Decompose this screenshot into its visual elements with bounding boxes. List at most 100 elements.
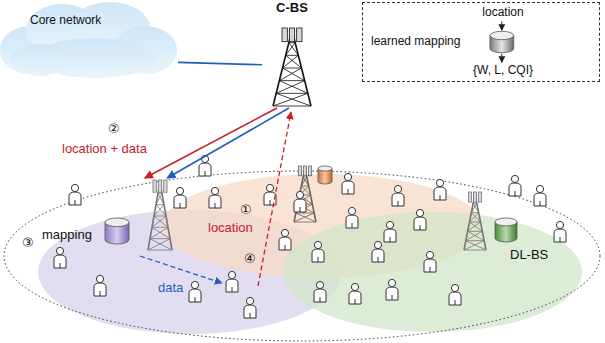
user-head [436,179,443,186]
user-body [294,199,306,212]
link-arrow [167,108,289,178]
user-head [176,187,183,194]
antenna-panel [309,166,312,176]
link-arrow [178,62,262,64]
link-arrow [145,108,277,178]
user-head [556,221,563,228]
user-body [209,195,221,208]
tower-symbol [294,166,316,222]
user-body [449,292,461,305]
user-icon [424,251,436,272]
user-head [394,185,401,192]
user-icon [226,271,238,292]
database-cylinder [490,31,514,52]
user-body [199,163,211,176]
user-head [388,279,395,286]
user-icon [384,221,396,242]
node-text: learned mapping [371,35,460,49]
antenna-panel [164,180,167,192]
user-head [281,229,288,236]
tower-lattice [294,177,316,222]
tower-symbol [273,28,311,106]
user-icon [69,184,81,205]
user-icon [54,247,66,268]
user-body [94,283,106,296]
node-text: {W, L, CQI} [473,64,533,78]
user-head [511,175,518,182]
cylinder-top [318,166,332,171]
user-icon [372,241,384,262]
user-body [342,181,354,194]
user-head [374,241,381,248]
antenna-panel [298,166,301,176]
user-icon [434,179,446,200]
user-icon [386,279,398,300]
network-boundary [4,171,600,341]
tower-symbol [464,192,486,250]
user-body [554,229,566,242]
user-icon [279,229,291,250]
antenna-panel [479,192,482,202]
user-body [54,255,66,268]
callout-number: ③ [22,236,34,251]
flow-label: location + data [62,142,147,157]
dl-bs-mapping-shape [20,178,180,258]
user-head [191,281,198,288]
tower-symbol [148,180,172,250]
tower-lattice [148,193,172,250]
user-icon [554,221,566,242]
callout-number: ④ [244,252,256,267]
antenna-panel [303,166,306,176]
user-body [244,305,256,318]
user-body [424,259,436,272]
flow-label: data [158,281,183,296]
user-group [54,155,566,318]
user-body [349,291,361,304]
coverage-area [282,212,582,332]
user-head [386,221,393,228]
antenna-panel [289,28,294,42]
user-icon [392,185,404,206]
core-network-cloud-shape [0,0,178,80]
user-icon [534,185,546,206]
mapping-box: location learned mapping {W, L, CQI} [362,2,600,82]
user-body [384,229,396,242]
user-icon [94,275,106,296]
user-head [246,297,253,304]
cylinder-top [490,31,514,39]
node-text: location [482,6,523,20]
antenna-panel [473,192,476,202]
user-body [314,289,326,302]
user-body [189,289,201,302]
user-body [312,249,324,262]
user-icon [174,187,186,208]
user-icon [312,241,324,262]
user-body [174,195,186,208]
user-head [451,284,458,291]
user-head [316,281,323,288]
user-head [426,251,433,258]
antenna-panel [297,28,302,42]
cylinder-top [105,218,129,227]
user-icon [264,184,276,205]
downlink-arrow [140,256,222,283]
tower-lattice [273,43,311,106]
cloud-lobe [10,44,70,76]
user-head [348,207,355,214]
user-head [211,187,218,194]
uplink-arrow [258,112,291,286]
callout-number: ② [108,122,120,137]
user-body [386,287,398,300]
user-body [346,215,358,228]
antenna-panel [282,28,287,42]
user-icon [314,281,326,302]
antenna-panel [158,180,161,192]
user-body [279,237,291,250]
node-text: DL-BS [510,248,548,263]
user-body [372,249,384,262]
user-head [416,209,423,216]
flow-label: location [208,221,253,236]
user-icon [346,207,358,228]
user-body [534,193,546,206]
node-text: C-BS [276,1,308,16]
